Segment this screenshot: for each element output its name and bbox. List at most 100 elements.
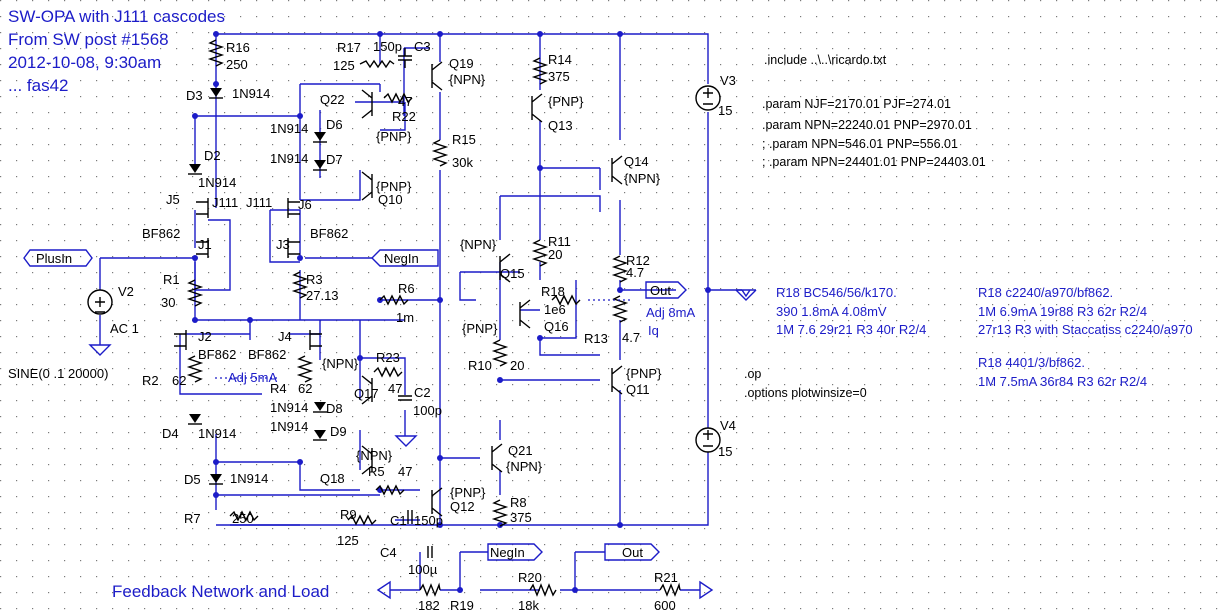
port-out xyxy=(645,281,687,299)
label-j111-b: J111 xyxy=(246,195,272,210)
label-j4: J4 xyxy=(278,329,292,344)
label-q10: Q10 xyxy=(378,192,403,207)
label-q12-type: {PNP} xyxy=(450,485,486,500)
transistor-q11 xyxy=(611,365,623,395)
label-r4: R4 xyxy=(270,381,287,396)
label-r9-value: 125 xyxy=(337,533,359,548)
label-r20: R20 xyxy=(518,570,542,585)
label-r22-value: 47 xyxy=(398,94,412,109)
label-d5-type: 1N914 xyxy=(230,471,268,486)
label-q21-type: {NPN} xyxy=(506,459,543,474)
capacitor-c4 xyxy=(427,546,433,558)
label-d8-type: 1N914 xyxy=(270,400,308,415)
title-line-3: 2012-10-08, 9:30am xyxy=(8,53,161,72)
diode-d4 xyxy=(188,414,202,425)
label-j3: J3 xyxy=(276,237,290,252)
label-r2: R2 xyxy=(142,373,159,388)
comment-6: 27r13 R3 with Staccatiss c2240/a970 xyxy=(978,322,1193,337)
resistor-r11 xyxy=(531,239,549,267)
jfets xyxy=(174,198,322,350)
directive-options: .options plotwinsize=0 xyxy=(744,386,867,400)
label-r1-value: 30 xyxy=(161,295,175,310)
label-d4-type: 1N914 xyxy=(198,426,236,441)
diode-d9 xyxy=(313,430,327,441)
port-out-feedback-label: Out xyxy=(622,545,643,560)
label-j5: J5 xyxy=(166,192,180,207)
transistor-q17 xyxy=(361,375,373,405)
label-r15-value: 30k xyxy=(452,155,473,170)
capacitor-c3 xyxy=(398,48,412,68)
diode-d7 xyxy=(313,160,327,171)
label-c1: C1 xyxy=(390,513,407,528)
sources xyxy=(87,85,757,453)
jfet-j2 xyxy=(174,330,187,350)
comment-1: R18 BC546/56/k170. xyxy=(776,285,897,300)
jfet-j4 xyxy=(309,330,322,350)
label-r16: R16 xyxy=(226,40,250,55)
v2-value: AC 1 xyxy=(110,321,139,336)
jfet-j6 xyxy=(287,198,300,218)
resistor-r4 xyxy=(296,355,314,383)
label-bf862-b: BF862 xyxy=(310,226,348,241)
v2-sine: SINE(0 .1 20000) xyxy=(8,366,108,381)
label-r19: R19 xyxy=(450,598,474,612)
label-c4: C4 xyxy=(380,545,397,560)
label-r21-value: 600 xyxy=(654,598,676,612)
port-negin-feedback-label: NegIn xyxy=(490,545,525,560)
label-d6-type: 1N914 xyxy=(270,121,308,136)
spice-directives: .include ..\..\ricardo.txt .param NJF=21… xyxy=(744,53,986,400)
resistor-r14 xyxy=(531,57,549,85)
resistor-r10 xyxy=(491,339,509,367)
label-q19-type: {NPN} xyxy=(449,72,486,87)
label-r12: R12 xyxy=(626,253,650,268)
resistor-r23 xyxy=(373,366,403,378)
wires xyxy=(99,33,742,591)
label-j2: J2 xyxy=(198,329,212,344)
label-q11: Q11 xyxy=(626,382,650,397)
label-bf862-d: BF862 xyxy=(248,347,286,362)
label-d7: D7 xyxy=(326,152,343,167)
resistor-r8 xyxy=(491,499,509,527)
resistor-r20 xyxy=(529,583,557,597)
port-negin-feedback xyxy=(487,543,543,561)
label-c4-value: 100µ xyxy=(408,562,438,577)
title-line-4: ... fas42 xyxy=(8,76,68,95)
label-q15: Q15 xyxy=(500,266,525,281)
label-j1: J1 xyxy=(198,237,212,252)
label-d4: D4 xyxy=(162,426,179,441)
label-d9-type: 1N914 xyxy=(270,419,308,434)
feedback-arrow-left xyxy=(376,580,391,600)
resistor-r12 xyxy=(611,255,629,283)
diode-d2 xyxy=(188,164,202,175)
port-out-label: Out xyxy=(650,283,671,298)
directive-comment-2: ; .param NPN=24401.01 PNP=24403.01 xyxy=(762,155,986,169)
port-flags xyxy=(23,249,714,600)
label-r21: R21 xyxy=(654,570,678,585)
note-adj-5ma: Adj 5mA xyxy=(228,370,277,385)
footer-label: Feedback Network and Load xyxy=(112,582,329,601)
comment-2: 390 1.8mA 4.08mV xyxy=(776,304,887,319)
resistor-r9 xyxy=(347,514,377,526)
label-d9: D9 xyxy=(330,424,347,439)
jfet-j1 xyxy=(196,238,209,258)
label-q14-type: {NPN} xyxy=(624,171,661,186)
label-r11-value: 20 xyxy=(548,247,562,262)
ground-c2 xyxy=(394,410,418,447)
label-r7-value: 250 xyxy=(232,511,254,526)
label-d3-type: 1N914 xyxy=(232,86,270,101)
label-r5-value: 47 xyxy=(398,464,412,479)
label-q13-type: {PNP} xyxy=(548,94,584,109)
label-d5: D5 xyxy=(184,472,201,487)
label-q11-type: {PNP} xyxy=(626,366,662,381)
label-q21: Q21 xyxy=(508,443,533,458)
label-q17: Q17 xyxy=(354,386,379,401)
transistor-q22 xyxy=(361,89,373,119)
label-q22: Q22 xyxy=(320,92,345,107)
label-c3: C3 xyxy=(414,39,431,54)
transistor-q18 xyxy=(361,445,373,475)
ground-out xyxy=(735,289,757,301)
label-d3: D3 xyxy=(186,88,203,103)
port-plusin xyxy=(23,249,93,267)
label-r6-value: 1m xyxy=(396,310,414,325)
